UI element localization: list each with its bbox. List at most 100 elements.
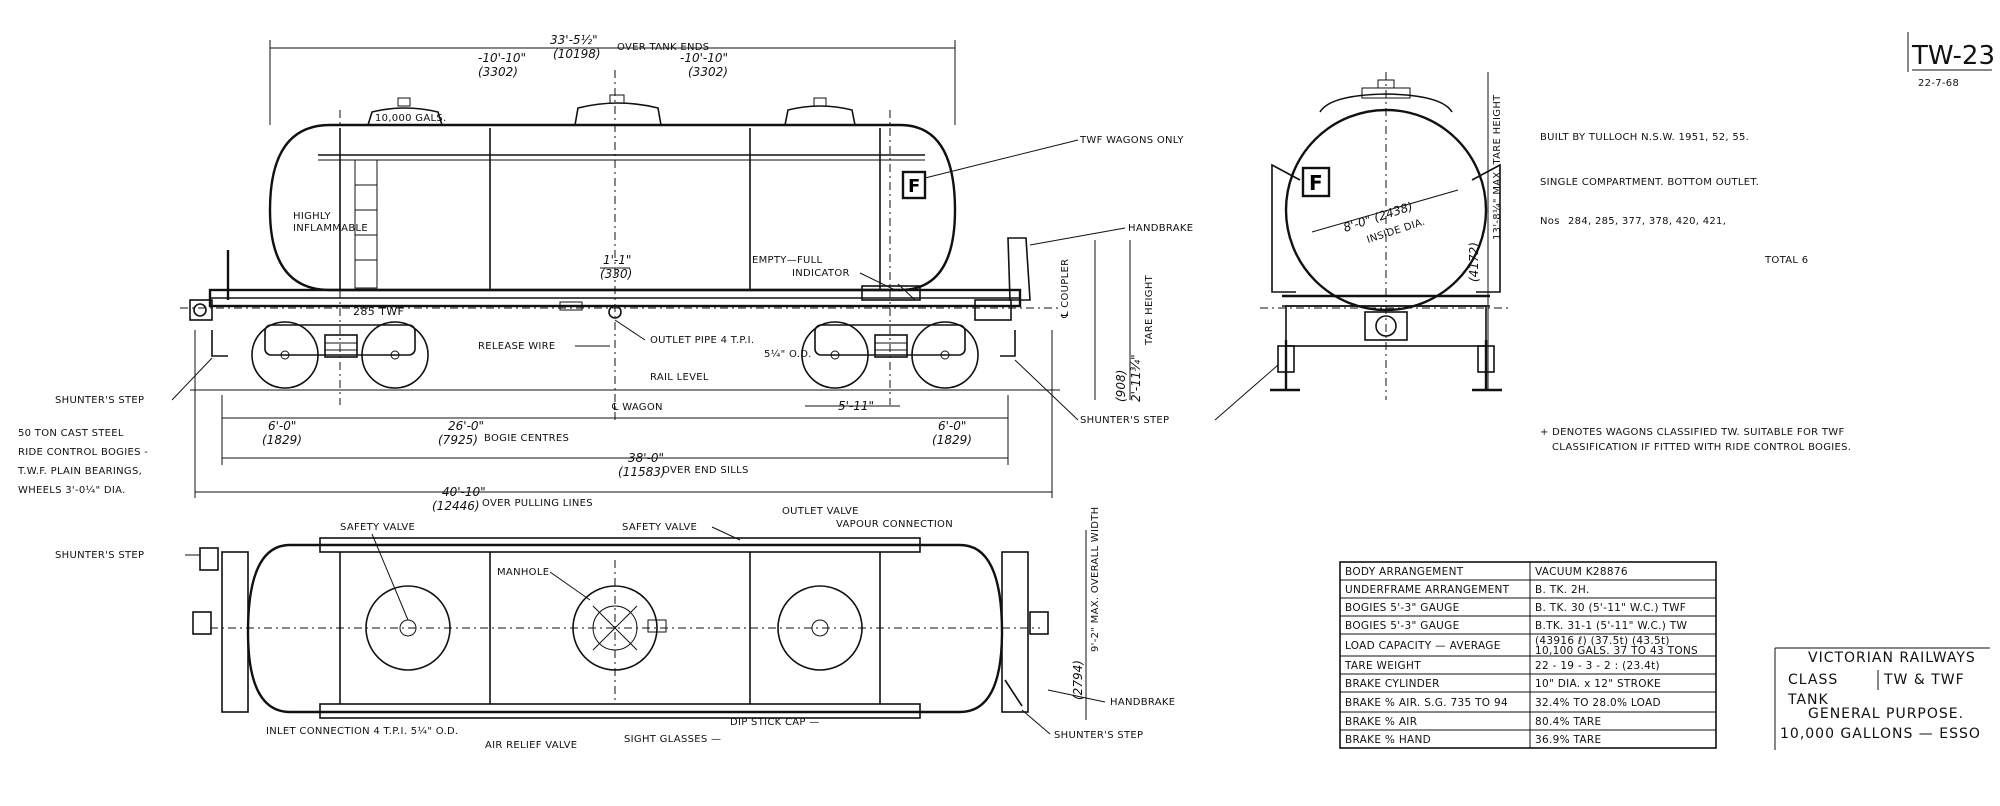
spec-row-5-label: TARE WEIGHT xyxy=(1344,660,1421,672)
end-f-placard-letter: F xyxy=(1309,171,1323,195)
railway-name: VICTORIAN RAILWAYS xyxy=(1808,650,1976,666)
bogie-note-line-2: RIDE CONTROL BOGIES - xyxy=(18,447,148,458)
bogie-note: 50 TON CAST STEEL RIDE CONTROL BOGIES - … xyxy=(17,428,148,496)
empty-full-line1: EMPTY—FULL xyxy=(752,255,823,266)
spec-row-2-value: B. TK. 30 (5'-11" W.C.) TWF xyxy=(1535,602,1686,614)
wagon-centreline-label: ℄ WAGON xyxy=(611,402,663,413)
over-pulling-lines-mm: (12446) xyxy=(432,499,480,513)
tare-height-label: TARE HEIGHT xyxy=(1144,274,1155,346)
spec-row-0-value: VACUUM K28876 xyxy=(1535,566,1628,578)
plan-view: 9'-2" MAX. OVERALL WIDTH (2794) SHUNTER'… xyxy=(55,506,1175,751)
max-tare-height-mm: (4172) xyxy=(1467,242,1481,282)
plan-shunters-step-left: SHUNTER'S STEP xyxy=(55,550,144,561)
plan-inlet-connection-label: INLET CONNECTION 4 T.P.I. 5¼" O.D. xyxy=(266,725,458,737)
plan-safety-valve-right xyxy=(777,585,863,671)
end-view: F 8'-0" (2438) INSIDE DIA. 13'-8¼" MAX. … xyxy=(1214,72,1510,421)
plan-air-relief-label: AIR RELIEF VALVE xyxy=(485,740,577,751)
end-right-dim: -10'-10" xyxy=(680,51,728,65)
bogie-note-line-4: WHEELS 3'-0¼" DIA. xyxy=(18,484,126,496)
right-bogie xyxy=(801,321,979,389)
centre-offset-dim: 1'-1" xyxy=(603,253,631,267)
class-label: CLASS xyxy=(1788,672,1838,688)
drawing-number-block: TW-23 22-7-68 xyxy=(1907,32,1995,89)
drawing-date: 22-7-68 xyxy=(1918,78,1959,89)
bogie-centres-mm: (7925) xyxy=(438,433,478,447)
bogie-centres-dim: 26'-0" xyxy=(448,419,484,433)
end-left-mm: (3302) xyxy=(478,65,518,79)
spec-row-3-value: B.TK. 31-1 (5'-11" W.C.) TW xyxy=(1535,620,1687,632)
right-safety-valve-dome xyxy=(784,97,856,126)
bogie-note-line-1: 50 TON CAST STEEL xyxy=(18,428,124,439)
end-to-bogie-left-mm: (1829) xyxy=(262,433,302,447)
manhole-dome xyxy=(574,94,662,126)
rail-level-label: RAIL LEVEL xyxy=(650,372,709,383)
bogie-note-line-3: T.W.F. PLAIN BEARINGS, xyxy=(17,466,142,477)
hazard-line-2: INFLAMMABLE xyxy=(293,223,368,234)
plan-manhole-label: MANHOLE xyxy=(497,567,549,578)
max-width-dim: 9'-2" MAX. OVERALL WIDTH xyxy=(1090,507,1101,652)
spec-row-5-value: 22 - 19 - 3 - 2 : (23.4t) xyxy=(1535,660,1660,672)
over-tank-ends-dim: 33'-5½" xyxy=(550,33,598,47)
end-to-bogie-left-dim: 6'-0" xyxy=(268,419,296,433)
shunters-step-left: SHUNTER'S STEP xyxy=(55,395,144,406)
hazard-line-1: HIGHLY xyxy=(293,211,331,222)
plan-safety-valve-left-label: SAFETY VALVE xyxy=(340,522,415,533)
class-value: TW & TWF xyxy=(1883,672,1965,688)
left-bogie xyxy=(251,321,429,389)
outlet-pipe-line2: 5¼" O.D. xyxy=(764,348,812,360)
over-tank-ends-mm: (10198) xyxy=(553,47,601,61)
spec-row-0-label: BODY ARRANGEMENT xyxy=(1345,566,1464,578)
over-tank-ends-label: OVER TANK ENDS xyxy=(617,42,709,53)
end-to-bogie-right-dim: 6'-0" xyxy=(938,419,966,433)
plan-safety-valve-left xyxy=(365,585,451,671)
f-placard xyxy=(901,170,927,200)
spec-row-6-label: BRAKE CYLINDER xyxy=(1345,678,1440,690)
plan-manhole xyxy=(572,585,658,671)
spec-row-3-label: BOGIES 5'-3" GAUGE xyxy=(1345,620,1460,632)
compartment-note: SINGLE COMPARTMENT. BOTTOM OUTLET. xyxy=(1540,177,1759,188)
plan-safety-valve-right-label: SAFETY VALVE xyxy=(622,522,697,533)
wagon-type: TANK xyxy=(1787,692,1829,708)
wagon-capacity: 10,000 GALLONS — ESSO xyxy=(1780,726,1981,742)
spec-table: BODY ARRANGEMENT VACUUM K28876 UNDERFRAM… xyxy=(1339,561,1717,749)
wagon-total: TOTAL 6 xyxy=(1764,255,1808,266)
side-view: 10,000 GALS. F HIGHLY INFLAMMABLE 285 TW… xyxy=(55,33,1193,513)
bogie-wheelbase-dim: 5'-11" xyxy=(838,399,874,413)
spec-row-2-label: BOGIES 5'-3" GAUGE xyxy=(1345,602,1460,614)
drawing-number: TW-23 xyxy=(1911,41,1995,71)
plan-sight-glasses-label: SIGHT GLASSES — xyxy=(624,734,721,745)
spec-row-4-label: LOAD CAPACITY — AVERAGE xyxy=(1345,640,1501,652)
left-safety-valve-dome: 10,000 GALS. xyxy=(367,97,446,126)
bogie-centres-label: BOGIE CENTRES xyxy=(484,433,569,444)
plan-tank-outline xyxy=(246,543,1004,714)
centre-offset-mm: (330) xyxy=(600,267,632,281)
spec-row-4-value2: 10,100 GALS. 37 TO 43 TONS xyxy=(1535,645,1698,657)
spec-row-4-value: (43916 ℓ) (37.5t) (43.5t) xyxy=(1535,635,1670,647)
spec-row-9-label: BRAKE % HAND xyxy=(1345,734,1431,746)
general-notes: BUILT BY TULLOCH N.S.W. 1951, 52, 55. SI… xyxy=(1540,132,1851,453)
over-pulling-lines-dim: 40'-10" xyxy=(442,485,486,499)
over-end-sills-dim: 38'-0" xyxy=(628,451,664,465)
spec-row-1-label: UNDERFRAME ARRANGEMENT xyxy=(1345,584,1510,596)
plan-dip-stick-label: DIP STICK CAP — xyxy=(730,717,820,728)
capacity-stencil: 10,000 GALS. xyxy=(375,113,446,124)
max-tare-height-dim: 13'-8¼" MAX. TARE HEIGHT xyxy=(1491,94,1503,240)
plan-shunters-step-right: SHUNTER'S STEP xyxy=(1054,730,1143,741)
wagon-numbers: 284, 285, 377, 378, 420, 421, xyxy=(1568,216,1726,227)
end-right-mm: (3302) xyxy=(688,65,728,79)
empty-full-line2: INDICATOR xyxy=(792,268,850,279)
classification-note-1: + DENOTES WAGONS CLASSIFIED TW. SUITABLE… xyxy=(1540,427,1845,438)
built-by-note: BUILT BY TULLOCH N.S.W. 1951, 52, 55. xyxy=(1540,132,1749,143)
title-block: VICTORIAN RAILWAYS CLASS TW & TWF TANK G… xyxy=(1774,647,1990,750)
spec-row-9-value: 36.9% TARE xyxy=(1535,734,1601,746)
coupler-centreline: ℄ COUPLER xyxy=(1060,259,1071,319)
plan-outlet-valve-label: OUTLET VALVE xyxy=(782,506,859,517)
end-left-dim: -10'-10" xyxy=(478,51,526,65)
end-f-placard xyxy=(1301,166,1331,198)
spec-row-8-label: BRAKE % AIR xyxy=(1345,716,1417,728)
over-end-sills-label: OVER END SILLS xyxy=(662,465,749,476)
coupler-height-dim: 2'-11¾" xyxy=(1129,354,1143,402)
plan-handbrake-label: HANDBRAKE xyxy=(1110,697,1175,708)
shunters-step-right: SHUNTER'S STEP xyxy=(1080,415,1169,426)
